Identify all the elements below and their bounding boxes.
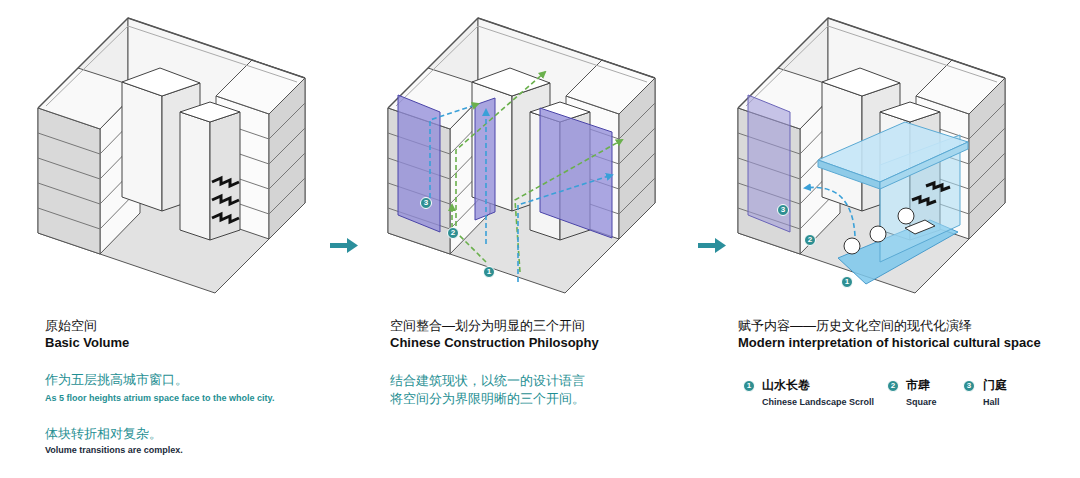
- text-label: 赋予内容——历史文化空间的现代化演绎: [738, 318, 972, 334]
- callout-number: 2: [447, 227, 459, 239]
- text-label: Modern interpretation of historical cult…: [738, 335, 1041, 351]
- display-drum: [844, 238, 860, 254]
- escalator: [912, 183, 950, 204]
- escalator: [212, 178, 239, 222]
- text-label: Hall: [983, 397, 1000, 408]
- callout-text: 2: [451, 229, 455, 237]
- text-label: 体块转折相对复杂。: [45, 426, 162, 442]
- step-arrow: [698, 238, 726, 253]
- callout-number: 2: [887, 380, 899, 392]
- dashed-arrow: [805, 187, 855, 236]
- arrow-shaft: [698, 243, 716, 248]
- text-label: 空间整合—划分为明显的三个开间: [390, 318, 585, 334]
- callout-number: 2: [804, 234, 816, 246]
- text-label: 市肆: [906, 378, 930, 393]
- text-label: Basic Volume: [45, 335, 129, 351]
- text-label: Chinese Construction Philosophy: [390, 335, 599, 351]
- callout-text: 2: [891, 382, 895, 390]
- glass-slab-edge: [880, 142, 968, 189]
- callout-number: 1: [743, 380, 755, 392]
- text-label: As 5 floor heights atrium space face to …: [45, 393, 274, 404]
- bay-panel: [748, 95, 790, 232]
- callout-number: 1: [483, 266, 495, 278]
- display-drum: [898, 208, 914, 224]
- callout-number: 1: [841, 276, 853, 288]
- escalator-flight: [212, 196, 239, 204]
- callout-text: 2: [808, 236, 812, 244]
- callout-text: 1: [845, 278, 849, 286]
- building-volume: [388, 18, 655, 293]
- dashed-arrow: [515, 140, 622, 272]
- callout-number: 3: [420, 197, 432, 209]
- callout-text: 3: [967, 382, 971, 390]
- dashed-arrow: [430, 104, 478, 198]
- bay-panel: [398, 95, 440, 232]
- text-label: 山水长卷: [762, 378, 810, 393]
- bay-panel: [540, 108, 612, 238]
- dashed-arrow: [518, 175, 612, 282]
- callout-number: 3: [963, 380, 975, 392]
- dashed-arrow: [456, 72, 545, 226]
- text-label: Chinese Landscape Scroll: [762, 397, 874, 408]
- callout-text: 1: [487, 268, 491, 276]
- bay-panels: [398, 95, 612, 238]
- escalator-flight: [926, 183, 950, 190]
- bay-panel: [475, 98, 495, 220]
- glass-slab-edge: [818, 160, 880, 189]
- building-volume: [38, 18, 305, 293]
- arrow-head: [715, 238, 726, 253]
- text-label: Square: [906, 397, 937, 408]
- escalator-flight: [212, 178, 239, 186]
- text-label: 门庭: [983, 378, 1007, 393]
- escalator-flight: [212, 214, 239, 222]
- arrow-head: [347, 238, 358, 253]
- text-label: 结合建筑现状，以统一的设计语言 将空间分为界限明晰的三个开间。: [390, 372, 595, 408]
- text-label: 作为五层挑高城市窗口。: [45, 372, 188, 388]
- text-label: Volume transitions are complex.: [45, 445, 183, 456]
- building-volume: [738, 18, 1005, 293]
- text-label: 原始空间: [45, 318, 97, 334]
- display-drum: [870, 226, 886, 242]
- callout-text: 3: [781, 206, 785, 214]
- arrow-shaft: [330, 243, 348, 248]
- callout-number: 3: [777, 204, 789, 216]
- step-arrow: [330, 238, 358, 253]
- dashed-arrow: [485, 110, 487, 244]
- circulation-arrows: [430, 72, 622, 282]
- escalator-flight: [912, 197, 936, 204]
- callout-text: 3: [424, 199, 428, 207]
- callout-text: 1: [747, 382, 751, 390]
